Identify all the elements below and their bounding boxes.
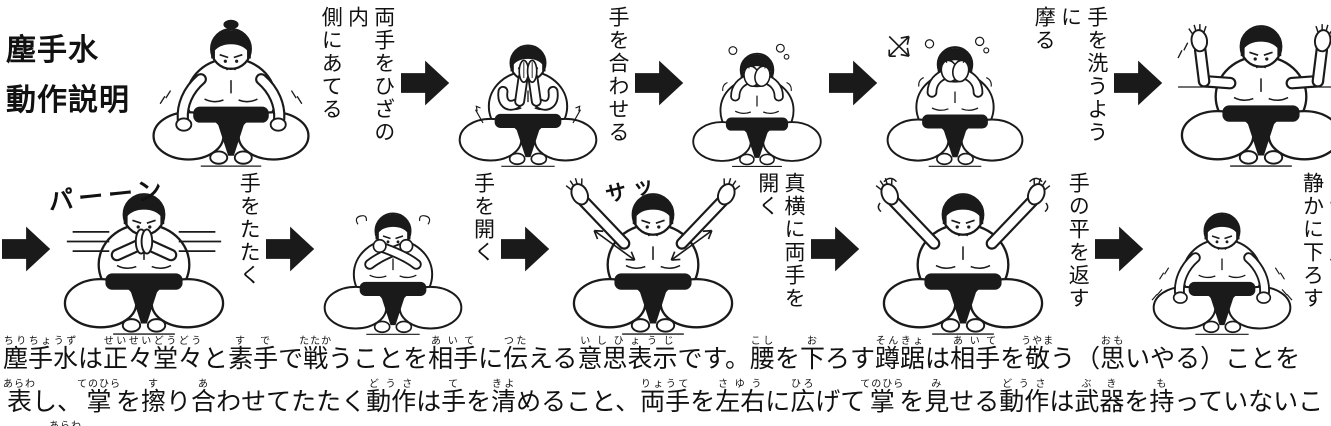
step-label: 手を開く [471,172,496,264]
step-label: 手の平を返す [1066,172,1091,310]
diagram-title-line2: 動作説明 [6,83,130,117]
sequence-row-2: パーーン手をたたく 手を開く サッ真横に両手を開く 手の平を返す ヒザの上に 静かに下ろ… [0,166,1331,336]
right-arrow-icon [500,224,552,274]
step-7-figure [318,174,468,336]
description-paragraph: 塵手水ちりちょうずは正々堂々せいせいどうどうと素手すでで戦たたかうことを相手あい… [3,336,1324,426]
step-5-figure [1166,6,1331,168]
right-arrow-icon [634,58,686,108]
step-8-figure: サッ [553,171,753,336]
step-2-figure [453,6,603,168]
step-label: ヒザの上に 静かに下ろす [1300,172,1331,310]
right-arrow-icon [1113,58,1165,108]
step-4-figure [881,6,1029,168]
right-arrow-icon [1,224,53,274]
step-label: 両手をひざの内 側にあてる [319,6,396,144]
step-9-figure [863,174,1063,336]
step-3-figure [687,6,827,168]
step-1-figure [146,6,316,168]
diagram-title-line1: 塵手水 [6,34,99,67]
step-10-figure [1147,174,1297,336]
diagram-title: 塵手水 動作説明 [6,26,130,125]
step-label: 手をたたく [237,172,262,287]
step-label: 真横に両手を開く [755,172,806,310]
step-label: 手を洗うように 摩る [1032,6,1109,144]
right-arrow-icon [828,58,880,108]
right-arrow-icon [265,224,317,274]
step-6-figure: パーーン [47,174,234,336]
right-arrow-icon [400,58,452,108]
step-label: 手を合わせる [606,6,630,144]
right-arrow-icon [810,224,862,274]
right-arrow-icon [1094,224,1146,274]
